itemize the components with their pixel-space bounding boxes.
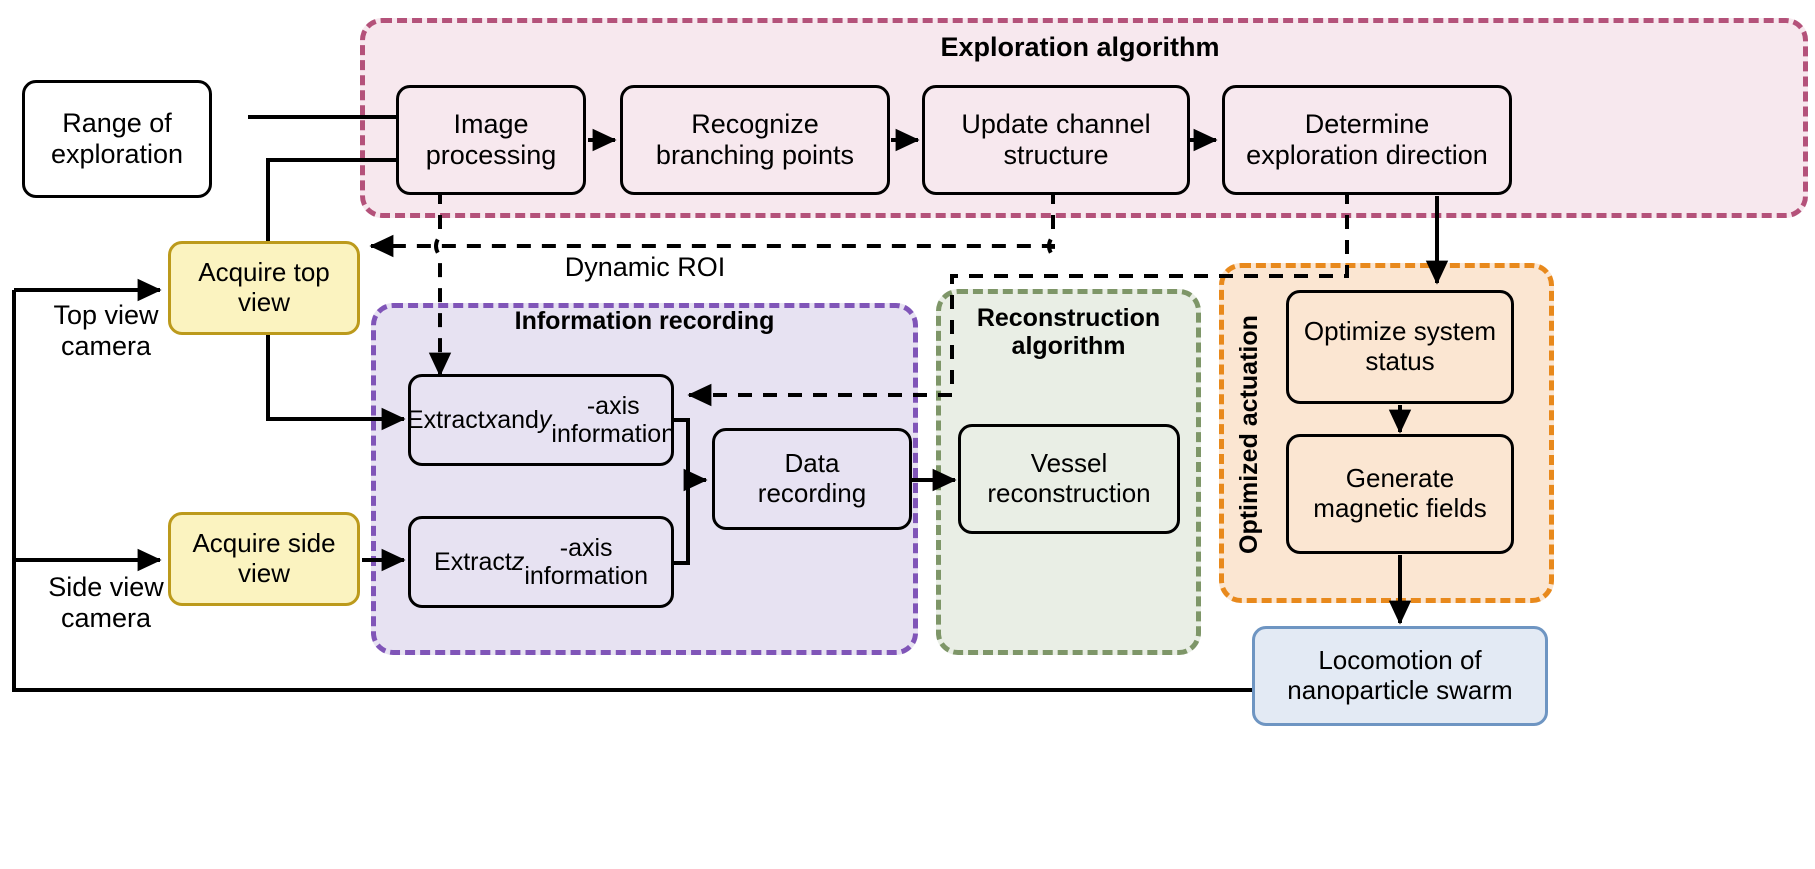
node-vessel-reconstruction[interactable]: Vessel reconstruction — [958, 424, 1180, 534]
node-generate-magnetic-fields[interactable]: Generate magnetic fields — [1286, 434, 1514, 554]
group-title-optimized-actuation: Optimized actuation — [1235, 315, 1263, 555]
node-image-processing[interactable]: Image processing — [396, 85, 586, 195]
node-optimize-system-status[interactable]: Optimize system status — [1286, 290, 1514, 404]
label-dynamic-roi: Dynamic ROI — [564, 252, 726, 282]
group-title-reconstruction-algorithm: Reconstruction algorithm — [976, 304, 1161, 360]
node-recognize-branching-points[interactable]: Recognize branching points — [620, 85, 890, 195]
label-side-view-camera: Side view camera — [48, 572, 164, 633]
node-locomotion-of-nanoparticle-swarm[interactable]: Locomotion of nanoparticle swarm — [1252, 626, 1548, 726]
node-update-channel-structure[interactable]: Update channel structure — [922, 85, 1190, 195]
group-title-exploration-algorithm: Exploration algorithm — [940, 32, 1220, 62]
node-data-recording[interactable]: Data recording — [712, 428, 912, 530]
node-determine-exploration-direction[interactable]: Determine exploration direction — [1222, 85, 1512, 195]
node-acquire-top-view[interactable]: Acquire top view — [168, 241, 360, 335]
label-top-view-camera: Top view camera — [53, 300, 159, 361]
group-title-information-recording: Information recording — [514, 307, 775, 335]
node-range-of-exploration[interactable]: Range of exploration — [22, 80, 212, 198]
node-acquire-side-view[interactable]: Acquire side view — [168, 512, 360, 606]
